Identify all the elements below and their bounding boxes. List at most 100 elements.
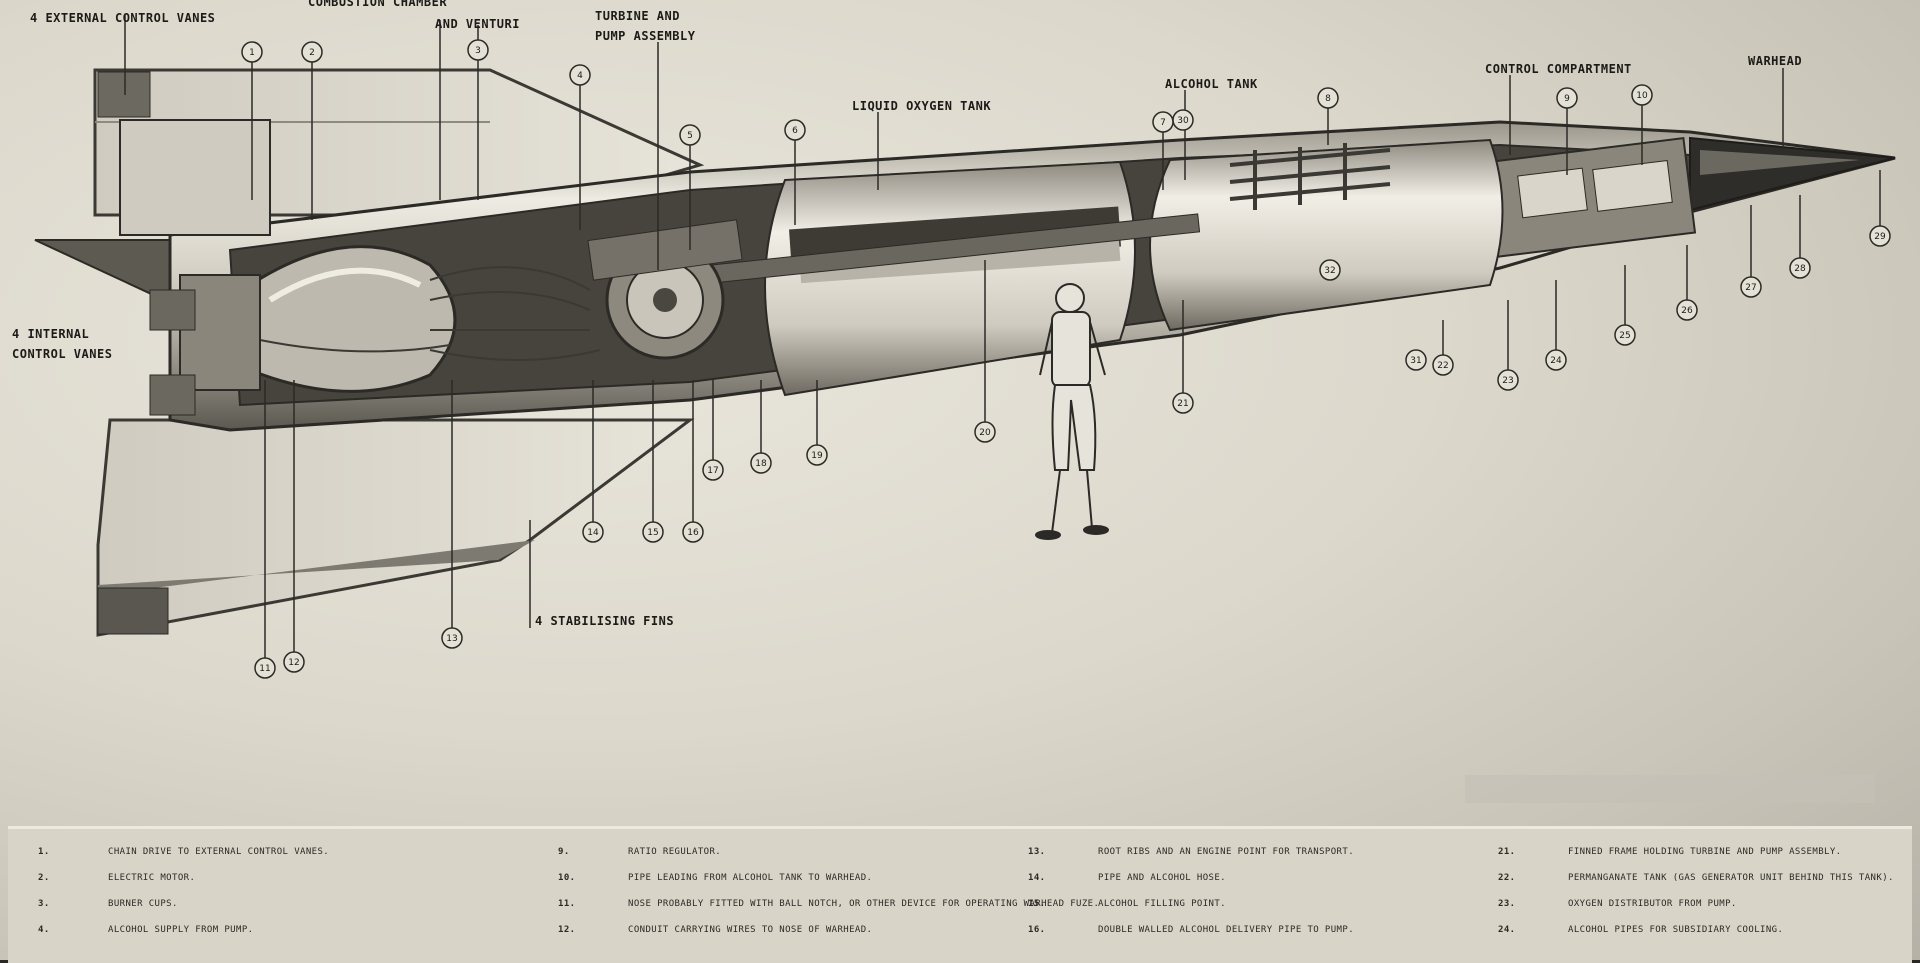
legend-entry-number: 24. bbox=[1498, 925, 1516, 935]
callout-circle bbox=[1497, 369, 1519, 391]
legend-entry-number: 10. bbox=[558, 873, 576, 883]
label-stabilising-fins: 4 STABILISING FINS bbox=[535, 614, 674, 628]
callout-circle bbox=[806, 444, 828, 466]
callout-circle bbox=[582, 521, 604, 543]
scale-bar bbox=[1465, 775, 1875, 803]
callout-number: 27 bbox=[1745, 283, 1756, 293]
callout-number: 14 bbox=[587, 528, 599, 538]
legend-entry: 14. PIPE AND ALCOHOL HOSE. bbox=[1028, 873, 1226, 883]
control-compartment-section bbox=[1483, 137, 1697, 258]
legend-entry-number: 15. bbox=[1028, 899, 1046, 909]
combustion-chamber bbox=[149, 245, 601, 416]
legend-entry-text: ALCOHOL SUPPLY FROM PUMP. bbox=[108, 925, 254, 935]
turbine-pump-assembly bbox=[587, 219, 743, 360]
legend-entry-number: 22. bbox=[1498, 873, 1516, 883]
legend-entry: 13.ROOT RIBS AND AN ENGINE POINT FOR TRA… bbox=[1028, 847, 1354, 857]
callout-circle bbox=[241, 41, 263, 63]
legend-entry: 4. ALCOHOL SUPPLY FROM PUMP. bbox=[38, 925, 253, 935]
callout-number: 31 bbox=[1410, 356, 1421, 366]
callout-circle bbox=[1556, 87, 1578, 109]
legend-entry: 1.CHAIN DRIVE TO EXTERNAL CONTROL VANES. bbox=[38, 847, 329, 857]
legend-entry: 22. PERMANGANATE TANK (GAS GENERATOR UNIT… bbox=[1498, 873, 1894, 883]
legend-entry: 3.BURNER CUPS. bbox=[38, 899, 178, 909]
callout-circle bbox=[682, 521, 704, 543]
callout-number: 32 bbox=[1324, 266, 1335, 276]
callout-circle bbox=[569, 64, 591, 86]
legend-entry: 24.ALCOHOL PIPES FOR SUBSIDIARY COOLING. bbox=[1498, 925, 1783, 935]
component-labels: 4 EXTERNAL CONTROL VANES COMBUSTION CHAM… bbox=[12, 0, 1802, 628]
callout-number: 2 bbox=[309, 48, 315, 58]
callout-circle bbox=[679, 124, 701, 146]
label-combustion-chamber: COMBUSTION CHAMBER bbox=[308, 0, 447, 9]
callout-number: 17 bbox=[707, 466, 718, 476]
label-alcohol-tank: ALCOHOL TANK bbox=[1165, 77, 1258, 91]
legend-entry-text: PIPE AND ALCOHOL HOSE. bbox=[1098, 873, 1227, 883]
label-liquid-oxygen-tank: LIQUID OXYGEN TANK bbox=[852, 99, 991, 113]
callout-number: 1 bbox=[249, 48, 255, 58]
label-turbine-line1: TURBINE AND bbox=[595, 9, 680, 23]
callout-number: 18 bbox=[755, 459, 767, 469]
callout-number: 19 bbox=[811, 451, 823, 461]
callout-number: 3 bbox=[475, 46, 481, 56]
callout-circle bbox=[750, 452, 772, 474]
warhead-cone bbox=[1689, 136, 1896, 212]
legend-entry: 16. DOUBLE WALLED ALCOHOL DELIVERY PIPE T… bbox=[1028, 925, 1354, 935]
legend-entry-text: OXYGEN DISTRIBUTOR FROM PUMP. bbox=[1568, 899, 1737, 909]
callout-circle bbox=[1172, 392, 1194, 414]
callout-circle bbox=[1789, 257, 1811, 279]
legend-entry: 10. PIPE LEADING FROM ALCOHOL TANK TO WAR… bbox=[558, 873, 872, 883]
human-scale-figure bbox=[1035, 283, 1109, 540]
legend-entry-text: ELECTRIC MOTOR. bbox=[108, 873, 196, 883]
legend-entry-text: DOUBLE WALLED ALCOHOL DELIVERY PIPE TO P… bbox=[1098, 925, 1355, 935]
legend-entry-number: 16. bbox=[1028, 925, 1046, 935]
label-warhead: WARHEAD bbox=[1748, 54, 1802, 68]
legend-entry-text: CHAIN DRIVE TO EXTERNAL CONTROL VANES. bbox=[108, 847, 330, 857]
callout-number: 30 bbox=[1177, 116, 1189, 126]
callout-circle bbox=[784, 119, 806, 141]
callout-number: 6 bbox=[792, 126, 798, 136]
legend-entry-number: 14. bbox=[1028, 873, 1046, 883]
legend-entry-text: CONDUIT CARRYING WIRES TO NOSE OF WARHEA… bbox=[628, 925, 873, 935]
callout-number: 28 bbox=[1794, 264, 1806, 274]
callout-circle bbox=[1614, 324, 1636, 346]
legend-entry-text: RATIO REGULATOR. bbox=[628, 847, 722, 857]
callout-number: 4 bbox=[577, 71, 583, 81]
legend-entry: 12. CONDUIT CARRYING WIRES TO NOSE OF WAR… bbox=[558, 925, 872, 935]
legend-entry-number: 12. bbox=[558, 925, 576, 935]
callout-number: 26 bbox=[1681, 306, 1693, 316]
callout-circle bbox=[1405, 349, 1427, 371]
callout-circle bbox=[1172, 109, 1194, 131]
callout-number: 25 bbox=[1619, 331, 1630, 341]
legend-entry-text: PIPE LEADING FROM ALCOHOL TANK TO WARHEA… bbox=[628, 873, 873, 883]
lower-stabilising-fin bbox=[96, 418, 695, 637]
callout-number: 23 bbox=[1502, 376, 1513, 386]
legend-entry-text: PERMANGANATE TANK (GAS GENERATOR UNIT BE… bbox=[1568, 873, 1894, 883]
callout-circle bbox=[1545, 349, 1567, 371]
label-internal-line1: 4 INTERNAL bbox=[12, 327, 89, 341]
legend-entry: 11.NOSE PROBABLY FITTED WITH BALL NOTCH,… bbox=[558, 899, 1099, 909]
external-control-vane bbox=[119, 119, 271, 236]
callout-circle bbox=[301, 41, 323, 63]
callout-circle bbox=[283, 651, 305, 673]
legend-entry-number: 9. bbox=[558, 847, 570, 857]
legend-entry: 2. ELECTRIC MOTOR. bbox=[38, 873, 195, 883]
legend-entry-number: 21. bbox=[1498, 847, 1516, 857]
callout-number: 29 bbox=[1874, 232, 1886, 242]
legend-entry-text: FINNED FRAME HOLDING TURBINE AND PUMP AS… bbox=[1568, 847, 1842, 857]
legend-entry-number: 2. bbox=[38, 873, 50, 883]
legend-entry: 21. FINNED FRAME HOLDING TURBINE AND PUMP… bbox=[1498, 847, 1841, 857]
callout-number: 21 bbox=[1177, 399, 1188, 409]
legend-entry: 15. ALCOHOL FILLING POINT. bbox=[1028, 899, 1226, 909]
label-internal-line2: CONTROL VANES bbox=[12, 347, 112, 361]
legend-entry-number: 3. bbox=[38, 899, 50, 909]
legend-entry-number: 4. bbox=[38, 925, 50, 935]
callout-circle bbox=[254, 657, 276, 679]
callout-circle bbox=[642, 521, 664, 543]
leader-lines bbox=[124, 15, 1881, 668]
callout-number: 9 bbox=[1564, 94, 1570, 104]
legend-entry-text: ALCOHOL FILLING POINT. bbox=[1098, 899, 1227, 909]
callout-circle bbox=[1740, 276, 1762, 298]
